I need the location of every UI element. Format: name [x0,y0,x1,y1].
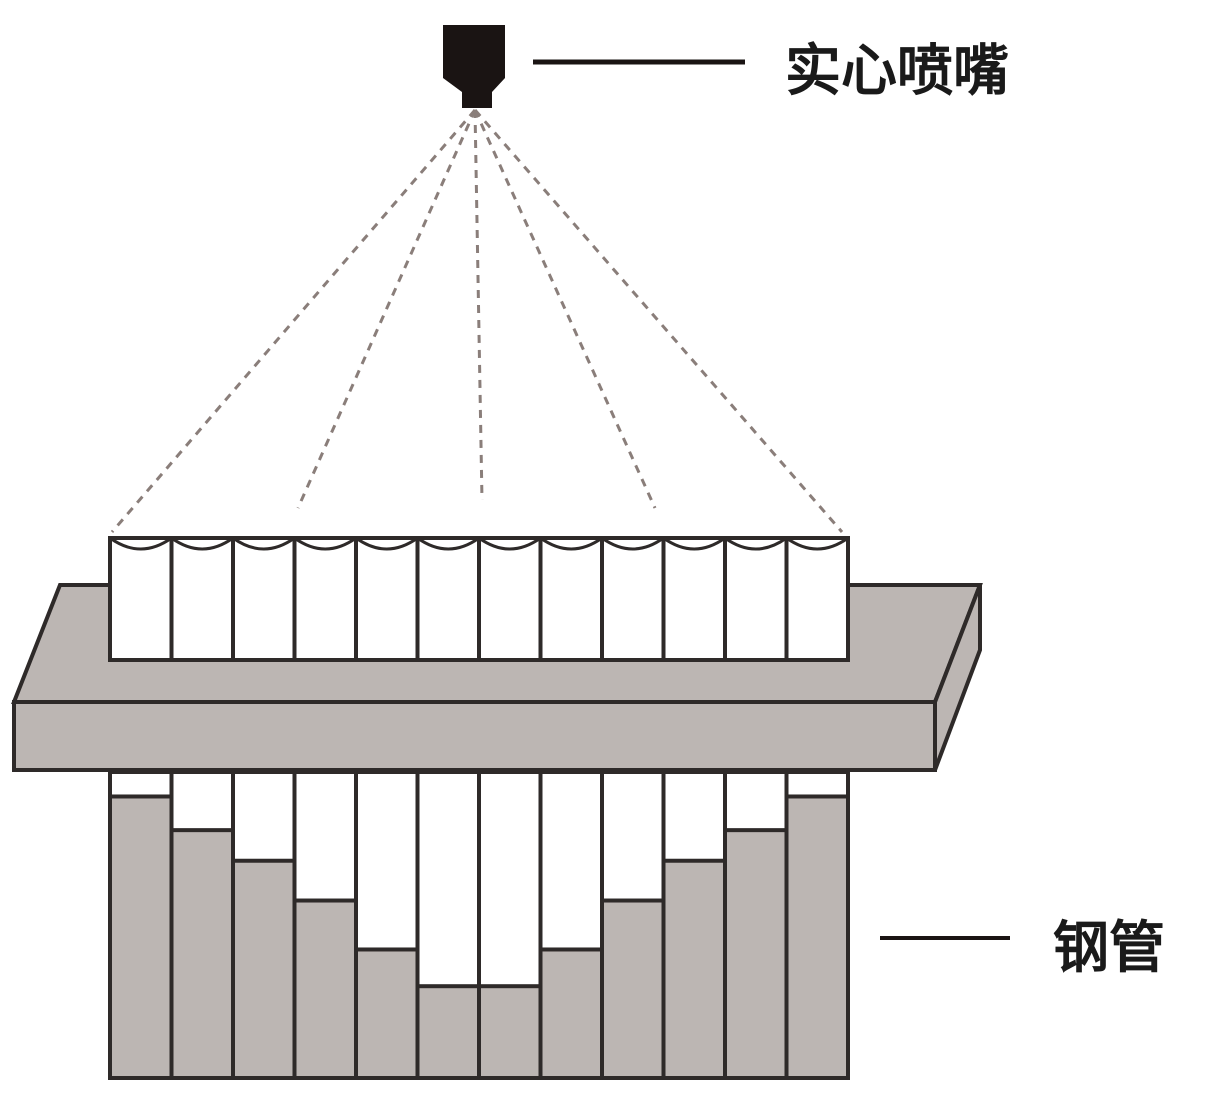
pipe-fill-level [477,984,543,1081]
steel-pipes-top [108,536,850,662]
water-meniscus [601,536,665,551]
nozzle-label: 实心喷嘴 [785,38,1009,104]
pipe-top [415,536,481,662]
pipe-top [538,536,604,662]
water-meniscus [785,536,849,551]
water-meniscus [355,536,419,551]
pipe-bottom [292,770,358,1081]
pipe-bottom [169,770,235,1081]
pipe-fill-level [169,828,235,1081]
pipe-top [231,536,297,662]
pipe-fill-level [600,898,666,1081]
pipe-fill-level [354,947,420,1080]
pipe-top [292,536,358,662]
water-meniscus [232,536,296,551]
water-meniscus [109,536,173,551]
pipe-label: 钢管 [1053,915,1165,981]
pipe-fill-level [292,898,358,1081]
pipe-bottom [723,770,789,1081]
pipe-bottom [354,770,420,1080]
pipe-fill-level [231,858,297,1080]
pipe-top [354,536,420,662]
pipe-fill-level [415,984,481,1081]
pipe-top [723,536,789,662]
pipe-bottom [661,770,727,1080]
water-meniscus [662,536,726,551]
pipe-top [661,536,727,662]
spray-line [110,109,477,533]
pipe-fill-level [723,828,789,1081]
nozzle-icon [443,25,505,108]
spray-line [296,109,477,509]
water-meniscus [293,536,357,551]
pipe-top [600,536,666,662]
spray-line [473,109,484,501]
pipe-bottom [231,770,297,1080]
pipe-fill-level [784,794,850,1080]
pipe-bottom [108,770,174,1080]
pipe-top [784,536,850,662]
water-meniscus [170,536,234,551]
pipe-top [108,536,174,662]
water-meniscus [416,536,480,551]
water-meniscus [478,536,542,551]
water-meniscus [724,536,788,551]
pipe-bottom [600,770,666,1081]
pipe-bottom [784,770,850,1080]
pipe-bottom [477,770,543,1081]
spray-cone [110,109,844,533]
spray-line [473,109,844,533]
steel-pipes-bottom [108,770,850,1081]
spray-line [473,109,657,509]
pipe-fill-level [661,858,727,1080]
water-meniscus [539,536,603,551]
pipe-top [477,536,543,662]
pipe-bottom [415,770,481,1081]
pipe-bottom [538,770,604,1080]
pipe-fill-level [108,794,174,1080]
pipe-fill-level [538,947,604,1080]
pipe-top [169,536,235,662]
